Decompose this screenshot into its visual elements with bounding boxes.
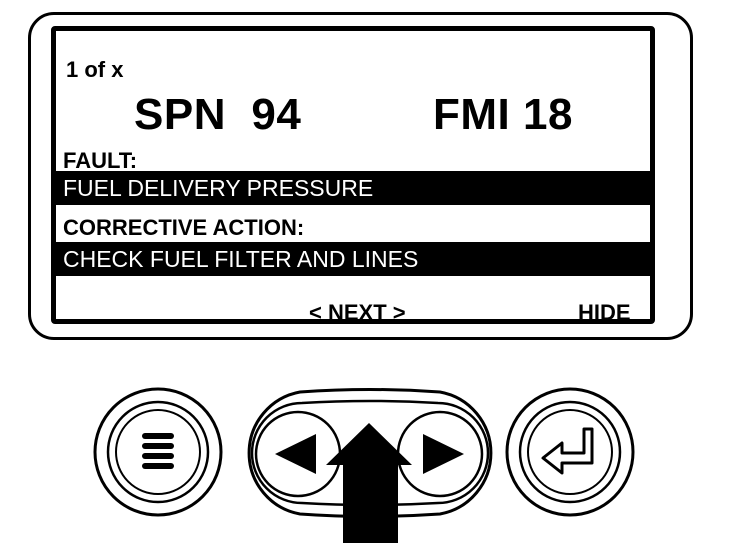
left-arrow-button[interactable] [254, 410, 342, 498]
enter-icon [541, 427, 594, 475]
control-buttons [93, 387, 635, 543]
fault-label: FAULT: [63, 148, 138, 173]
fault-value: FUEL DELIVERY PRESSURE [56, 171, 650, 205]
corrective-action-label: CORRECTIVE ACTION: [63, 215, 305, 240]
right-arrow-icon [423, 434, 464, 474]
display-screen: 1 of x SPN 94 FMI 18 FAULT: FUEL DELIVER… [51, 26, 655, 324]
hide-softkey-label: HIDE [578, 300, 631, 324]
fault-counter: 1 of x [66, 57, 124, 82]
spn-code: SPN 94 [134, 90, 302, 139]
up-arrow-pointer-icon [326, 423, 412, 543]
left-arrow-icon [275, 434, 316, 474]
enter-button[interactable] [505, 387, 635, 517]
fmi-code: FMI 18 [433, 90, 573, 139]
next-softkey-label: < NEXT > [309, 300, 406, 324]
right-arrow-button[interactable] [396, 410, 484, 498]
menu-button[interactable] [93, 387, 223, 517]
corrective-action-value: CHECK FUEL FILTER AND LINES [56, 242, 650, 276]
menu-icon [142, 433, 174, 469]
